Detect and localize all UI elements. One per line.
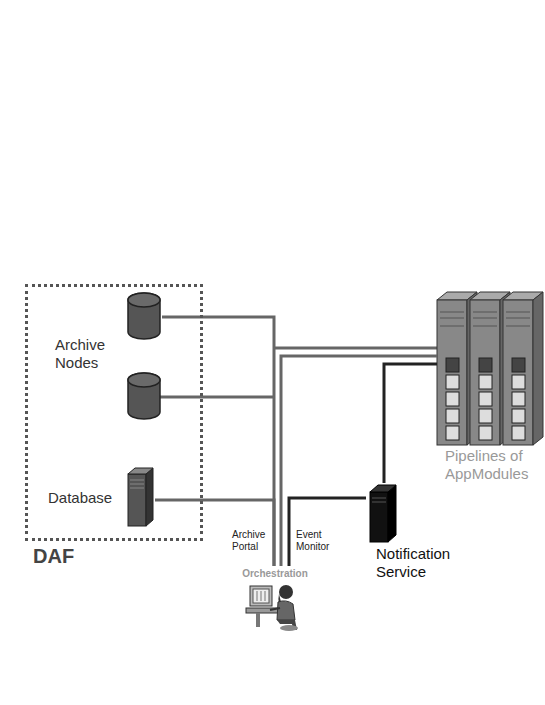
node-label: Pipelines of AppModules <box>445 447 545 483</box>
connector-line <box>289 498 366 566</box>
bus-wire <box>160 396 274 399</box>
bus-wire <box>274 347 437 350</box>
node-label: Orchestration <box>225 568 325 580</box>
connector-line <box>162 317 274 566</box>
connector-label: Event Monitor <box>296 529 341 553</box>
storage-node: Archive Nodes <box>50 290 162 422</box>
group-box: DAFArchive NodesDatabase <box>25 284 203 541</box>
connector-label: Archive Portal <box>232 529 272 553</box>
database-node: Database <box>45 465 155 529</box>
connector-line <box>281 356 437 566</box>
operator-figure <box>246 585 298 631</box>
node-label: DAF <box>33 545 133 567</box>
connector-line <box>384 364 437 483</box>
cylinder-symbol <box>128 373 160 419</box>
connector-line <box>155 500 274 566</box>
cylinder-symbol <box>128 293 160 339</box>
operator-node: Orchestration <box>225 566 325 636</box>
node-label: Database <box>48 489 126 507</box>
pipeline-node: Pipelines of AppModules <box>437 292 545 484</box>
rack-symbol <box>503 292 543 445</box>
service-node: Notification Service <box>366 483 461 583</box>
node-label: Archive Nodes <box>55 336 117 372</box>
server-symbol <box>370 485 396 542</box>
node-label: Notification Service <box>376 545 461 581</box>
server-symbol <box>128 468 153 526</box>
